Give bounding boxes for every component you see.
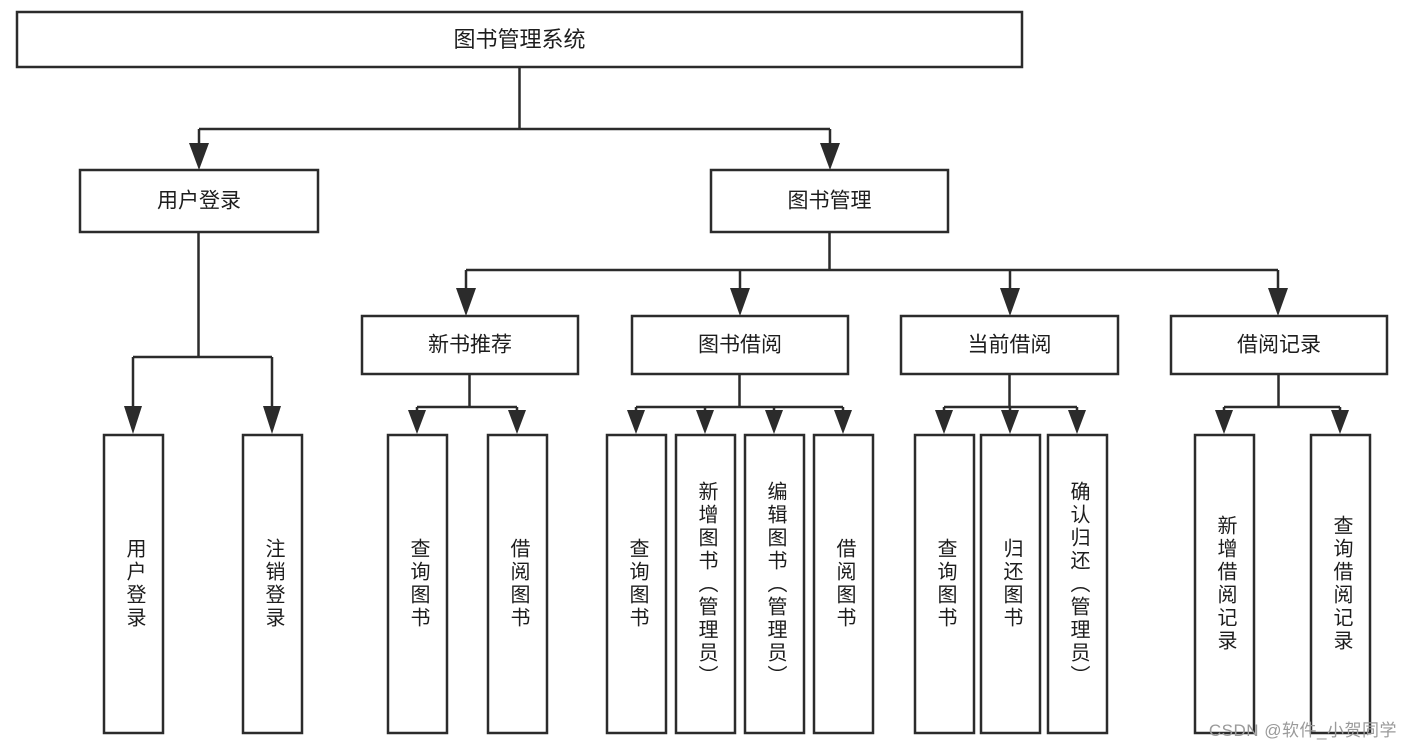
leaf-node-book-borrow-4[interactable]: [812, 433, 875, 735]
arrow-icon-nb-1: [408, 410, 426, 434]
arrow-icon-ul-2: [263, 406, 281, 434]
arrow-icon-br-1: [1215, 410, 1233, 434]
arrow-icon-ul-1: [124, 406, 142, 434]
arrow-icon-bm-3: [1000, 288, 1020, 316]
node-current-borrow-label: 当前借阅: [968, 334, 1052, 357]
leaf-node-borrow-record-2[interactable]: [1309, 433, 1372, 735]
leaf-node-current-borrow-3[interactable]: [1046, 433, 1109, 735]
node-root-label: 图书管理系统: [453, 27, 585, 52]
arrow-icon-cb-3: [1068, 410, 1086, 434]
node-new-book-recommend-box[interactable]: [360, 314, 580, 376]
csdn-watermark: CSDN @软件_小贺同学: [1208, 721, 1397, 740]
node-user-login-box[interactable]: [78, 168, 320, 234]
leaf-node-book-borrow-1[interactable]: [605, 433, 668, 735]
connector-group-user-login: [124, 232, 281, 434]
arrow-icon-root-2: [820, 143, 840, 170]
connector-group-book-management: [456, 232, 1288, 316]
leaf-node-new-book-2[interactable]: [486, 433, 549, 735]
node-book-management-box[interactable]: [709, 168, 950, 234]
arrow-icon-bb-1: [627, 410, 645, 434]
node-borrow-record-box[interactable]: [1169, 314, 1389, 376]
arrow-icon-bb-2: [696, 410, 714, 434]
node-current-borrow[interactable]: 当前借阅: [899, 314, 1120, 376]
leaf-node-book-borrow-3[interactable]: [743, 433, 806, 735]
node-book-borrow-box[interactable]: [630, 314, 850, 376]
connector-group-new-book: [408, 374, 526, 434]
arrow-icon-bb-3: [765, 410, 783, 434]
node-borrow-record-label: 借阅记录: [1237, 334, 1321, 357]
node-new-book-recommend[interactable]: 新书推荐: [360, 314, 580, 376]
node-root-box[interactable]: [15, 10, 1024, 69]
node-user-login[interactable]: 用户登录: [78, 168, 320, 234]
connector-group-current-borrow: [935, 374, 1086, 434]
arrow-icon-nb-2: [508, 410, 526, 434]
arrow-icon-bb-4: [834, 410, 852, 434]
arrow-icon-br-2: [1331, 410, 1349, 434]
leaf-node-current-borrow-2[interactable]: [979, 433, 1042, 735]
node-book-management-label: 图书管理: [788, 190, 872, 213]
leaf-node-user-login-1[interactable]: [102, 433, 165, 735]
leaf-node-current-borrow-1[interactable]: [913, 433, 976, 735]
node-book-borrow[interactable]: 图书借阅: [630, 314, 850, 376]
arrow-icon-bm-1: [456, 288, 476, 316]
leaf-node-user-login-2[interactable]: [241, 433, 304, 735]
node-borrow-record[interactable]: 借阅记录: [1169, 314, 1389, 376]
leaf-node-borrow-record-1[interactable]: [1193, 433, 1256, 735]
connector-group-book-borrow: [627, 374, 852, 434]
node-user-login-label: 用户登录: [157, 190, 241, 213]
arrow-icon-bm-2: [730, 288, 750, 316]
connector-group-root: [189, 67, 840, 170]
arrow-icon-root-1: [189, 143, 209, 170]
node-root[interactable]: 图书管理系统: [15, 10, 1024, 69]
node-new-book-recommend-label: 新书推荐: [428, 334, 512, 357]
leaf-node-new-book-1[interactable]: [386, 433, 449, 735]
arrow-icon-cb-2: [1001, 410, 1019, 434]
arrow-icon-bm-4: [1268, 288, 1288, 316]
connector-group-borrow-record: [1215, 374, 1349, 434]
node-current-borrow-box[interactable]: [899, 314, 1120, 376]
node-book-borrow-label: 图书借阅: [698, 334, 782, 357]
node-book-management[interactable]: 图书管理: [709, 168, 950, 234]
leaf-node-book-borrow-2[interactable]: [674, 433, 737, 735]
arrow-icon-cb-1: [935, 410, 953, 434]
